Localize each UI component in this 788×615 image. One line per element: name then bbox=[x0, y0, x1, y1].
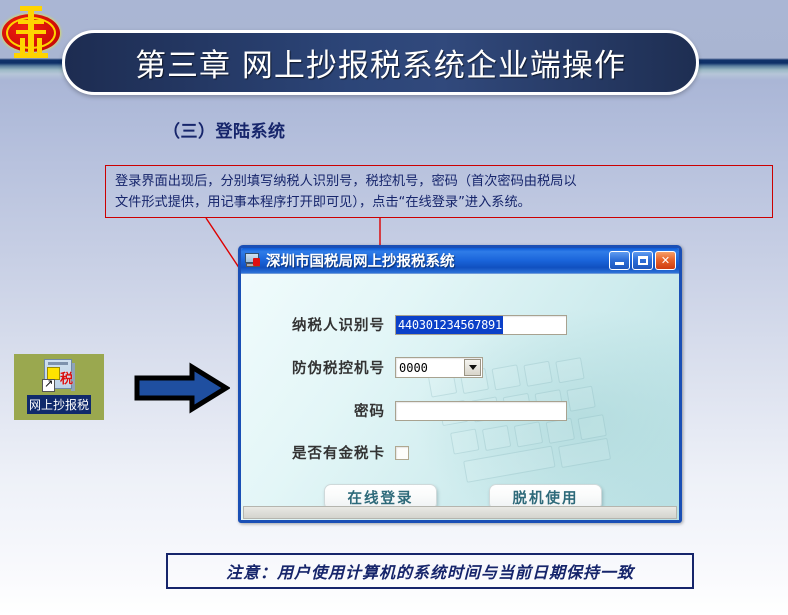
golden-tax-card-label: 是否有金税卡 bbox=[292, 446, 385, 462]
close-button[interactable]: ✕ bbox=[655, 251, 676, 270]
bottom-note-text: 注意：用户使用计算机的系统时间与当前日期保持一致 bbox=[225, 563, 634, 582]
right-arrow-graphic bbox=[134, 362, 230, 414]
page-title: 第三章 网上抄报税系统企业端操作 bbox=[135, 48, 626, 84]
desktop-shortcut[interactable]: 税 网上抄报税 bbox=[14, 354, 104, 420]
monitor-app-icon bbox=[245, 253, 261, 268]
tax-char-glyph: 税 bbox=[60, 372, 74, 387]
dialog-body: 纳税人识别号 440301234567891 防伪税控机号 0000 密码 bbox=[241, 273, 679, 520]
bottom-note-box: 注意：用户使用计算机的系统时间与当前日期保持一致 bbox=[166, 553, 694, 589]
maximize-button[interactable] bbox=[632, 251, 653, 270]
tax-machine-label: 防伪税控机号 bbox=[292, 361, 385, 377]
tax-emblem-logo bbox=[2, 4, 60, 62]
password-row: 密码 bbox=[263, 400, 567, 421]
online-login-button[interactable]: 在线登录 bbox=[324, 484, 437, 510]
section-title: （三）登陆系统 bbox=[163, 122, 286, 142]
chevron-down-icon[interactable] bbox=[464, 359, 481, 376]
dialog-statusbar bbox=[243, 506, 677, 519]
tax-machine-select[interactable]: 0000 bbox=[395, 357, 483, 378]
instruction-line-1: 登录界面出现后，分别填写纳税人识别号，税控机号，密码（首次密码由税局以 bbox=[115, 174, 577, 189]
password-input[interactable] bbox=[395, 400, 567, 421]
tax-machine-value: 0000 bbox=[399, 360, 428, 375]
golden-tax-card-checkbox[interactable] bbox=[395, 445, 409, 460]
window-controls: ✕ bbox=[609, 251, 676, 270]
offline-use-button[interactable]: 脱机使用 bbox=[489, 484, 602, 510]
login-dialog-window: 深圳市国税局网上抄报税系统 ✕ bbox=[238, 245, 682, 523]
taxpayer-id-label: 纳税人识别号 bbox=[292, 318, 385, 334]
taxpayer-id-row: 纳税人识别号 440301234567891 bbox=[263, 314, 567, 335]
password-label: 密码 bbox=[354, 404, 385, 420]
golden-tax-card-row: 是否有金税卡 bbox=[263, 442, 409, 463]
instruction-line-2: 文件形式提供，用记事本程序打开即可见），点击“在线登录”进入系统。 bbox=[115, 195, 531, 210]
minimize-button[interactable] bbox=[609, 251, 630, 270]
taxpayer-id-input[interactable]: 440301234567891 bbox=[395, 314, 567, 335]
dialog-titlebar[interactable]: 深圳市国税局网上抄报税系统 ✕ bbox=[241, 248, 679, 273]
dialog-title: 深圳市国税局网上抄报税系统 bbox=[266, 254, 455, 270]
tax-machine-row: 防伪税控机号 0000 bbox=[263, 357, 483, 378]
instruction-callout: 登录界面出现后，分别填写纳税人识别号，税控机号，密码（首次密码由税局以 文件形式… bbox=[105, 165, 773, 218]
shortcut-arrow-icon bbox=[42, 377, 55, 392]
chapter-title-banner: 第三章 网上抄报税系统企业端操作 bbox=[62, 30, 699, 95]
desktop-shortcut-label: 网上抄报税 bbox=[26, 395, 91, 414]
taxpayer-id-value: 440301234567891 bbox=[396, 315, 503, 334]
program-shortcut-icon: 税 bbox=[41, 357, 77, 393]
